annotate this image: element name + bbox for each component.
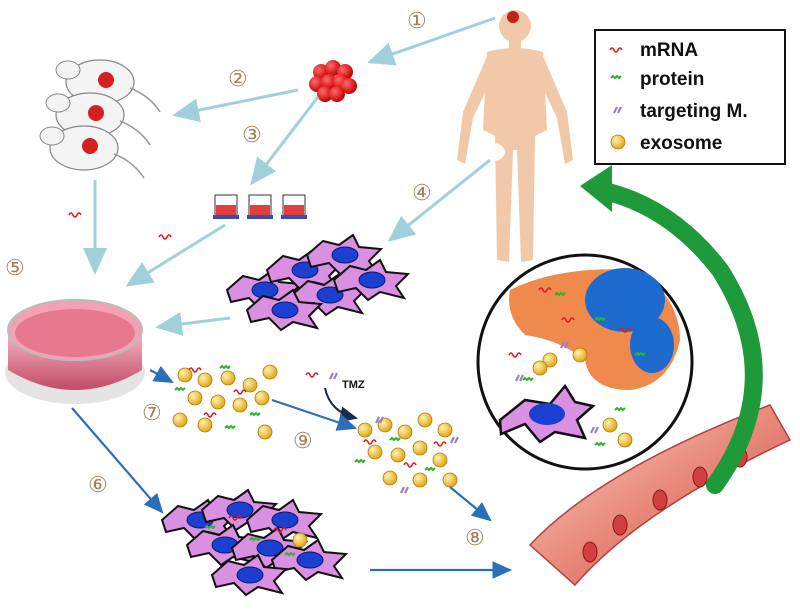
arrow-step-8: [449, 486, 492, 522]
arrow-wells-to-dish: [125, 223, 226, 287]
dark-arrows: [71, 365, 513, 579]
arrow-dish-to-exosomes: [149, 365, 174, 384]
arrow-step-9: [271, 398, 358, 431]
brain-tumor-marker: [507, 11, 519, 23]
arrow-step-6: [71, 407, 164, 514]
step-8: ⑧: [465, 526, 485, 551]
step-1: ①: [407, 9, 427, 34]
arrow-step-3: [250, 96, 320, 186]
step-7: ⑦: [142, 401, 162, 426]
exosome-cluster-7: [172, 364, 278, 440]
systemic-return-arrow: [591, 181, 763, 494]
petri-dish: [5, 299, 145, 404]
systemic-return-arrowhead: [580, 165, 612, 212]
arrow-cells-to-dish: [155, 312, 231, 336]
tmz-label: TMZ: [342, 379, 365, 391]
tumor-microenvironment: [476, 253, 694, 471]
step-3: ③: [242, 123, 262, 148]
arrow-step-2: [172, 88, 299, 122]
step-9: ⑨: [293, 429, 313, 454]
legend-mrna: mRNA: [640, 40, 698, 61]
light-arrows: [83, 16, 496, 336]
human-body: [457, 10, 573, 262]
legend-box: [594, 29, 786, 165]
exosome-icon: [610, 134, 626, 150]
arrow-step-4: [387, 158, 491, 242]
mouse-models: [39, 59, 161, 179]
step-2: ②: [228, 67, 248, 92]
tumor-tissue: [309, 60, 357, 102]
culture-wells: [213, 194, 307, 219]
tmz-input: TMZ: [305, 371, 365, 423]
legend-protein: protein: [640, 69, 704, 90]
stem-cell-cluster: [226, 234, 409, 331]
legend: mRNA protein targeting M. exosome: [594, 29, 786, 165]
step-5: ⑤: [5, 256, 25, 281]
protein-icon: [610, 75, 622, 79]
mrna-floating-1: [68, 212, 82, 218]
loaded-cell-cluster: [161, 489, 347, 596]
mrna-floating-2: [158, 234, 172, 240]
arrow-step-1: [367, 16, 496, 66]
step-6: ⑥: [88, 473, 108, 498]
step-4: ④: [412, 181, 432, 206]
exosome-cluster-9: [354, 412, 460, 495]
legend-targeting: targeting M.: [640, 101, 748, 122]
legend-exosome: exosome: [640, 133, 722, 154]
